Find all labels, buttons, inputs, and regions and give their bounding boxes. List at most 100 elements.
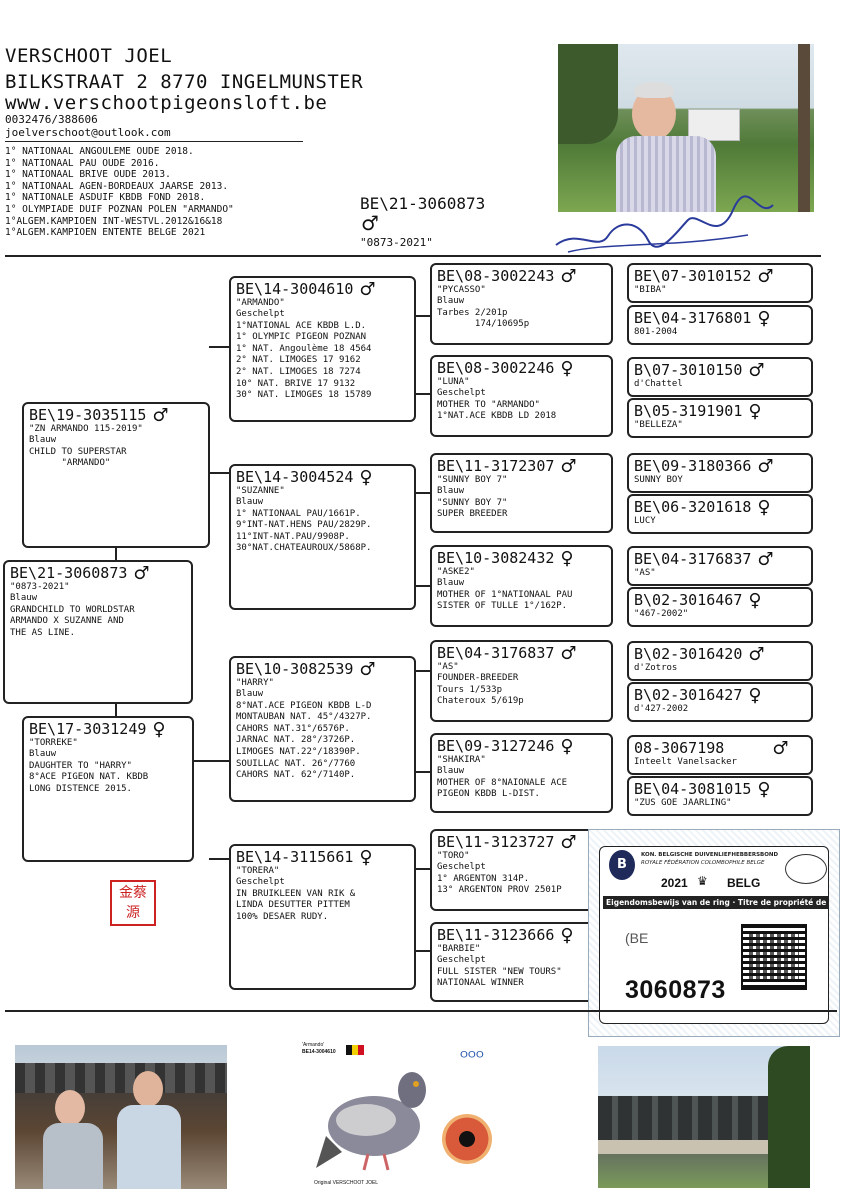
pigeon-name: "ZN ARMANDO 115-2019" bbox=[29, 424, 203, 435]
pedigree-sds-card[interactable]: BE\11-3172307♂ "SUNNY BOY 7" Blauw "SUNN… bbox=[430, 453, 613, 533]
pigeon-note: LONG DISTENCE 2015. bbox=[29, 784, 187, 796]
owners-photo bbox=[15, 1045, 227, 1189]
connector bbox=[192, 760, 230, 762]
photo-caption: Original VERSCHOOT JOEL bbox=[314, 1180, 378, 1186]
pedigree-ds-card[interactable]: BE\10-3082539♂ "HARRY" Blauw 8°NAT.ACE P… bbox=[229, 656, 416, 802]
pigeon-note: FOUNDER-BREEDER bbox=[437, 673, 606, 685]
pedigree-g5-card-1[interactable]: BE\07-3010152♂ "BIBA" bbox=[627, 263, 813, 303]
pigeon-note: 8°NAT.ACE PIGEON KBDB L-D bbox=[236, 701, 409, 713]
pigeon-note: PIGEON KBDB L-DIST. bbox=[437, 789, 606, 801]
pigeon-name: "TORO" bbox=[437, 851, 606, 862]
org-name-nl: KON. BELGISCHE DUIVENLIEFHEBBERSBOND bbox=[641, 852, 778, 858]
pigeon-name: "467-2002" bbox=[634, 609, 806, 620]
pedigree-g5-card-7[interactable]: BE\04-3176837♂ "AS" bbox=[627, 546, 813, 586]
pigeon-note: Chateroux 5/619p bbox=[437, 696, 606, 708]
male-icon: ♂ bbox=[133, 566, 149, 582]
pedigree-ddd-card[interactable]: BE\11-3123666♀ "BARBIE" Geschelpt FULL S… bbox=[430, 922, 613, 1002]
achievement-item: 1°ALGEM.KAMPIOEN ENTENTE BELGE 2021 bbox=[5, 227, 234, 239]
pigeon-note: LIMOGES NAT.22°/18390P. bbox=[236, 747, 409, 759]
connector bbox=[115, 548, 117, 560]
pigeon-note: 10° NAT. BRIVE 17 9132 bbox=[236, 379, 409, 391]
pigeon-color: Blauw bbox=[437, 486, 606, 498]
ring-number: BE\04-3176837 bbox=[437, 645, 554, 662]
male-icon: ♂ bbox=[772, 741, 788, 757]
pedigree-g5-card-6[interactable]: BE\06-3201618♀ LUCY bbox=[627, 494, 813, 534]
ring-number: B\05-3191901 bbox=[634, 403, 742, 420]
pigeon-color: Blauw bbox=[437, 296, 606, 308]
pigeon-name: "SUZANNE" bbox=[236, 486, 409, 497]
ring-number: BE\09-3127246 bbox=[437, 738, 554, 755]
male-icon: ♂ bbox=[560, 835, 576, 851]
pedigree-dd-card[interactable]: BE\14-3115661♀ "TORERA" Geschelpt IN BRU… bbox=[229, 844, 416, 990]
pigeon-note: CAHORS NAT. 62°/7140P. bbox=[236, 770, 409, 782]
pigeon-color: Blauw bbox=[29, 435, 203, 447]
pigeon-name: "BELLEZA" bbox=[634, 420, 806, 431]
pedigree-g5-card-9[interactable]: B\02-3016420♂ d'Zotros bbox=[627, 641, 813, 681]
pigeon-note: "ARMANDO" bbox=[29, 458, 203, 470]
pedigree-subject-card[interactable]: BE\21-3060873♂ "0873-2021" Blauw GRANDCH… bbox=[3, 560, 193, 704]
pedigree-sd-card[interactable]: BE\14-3004524♀ "SUZANNE" Blauw 1° NATION… bbox=[229, 464, 416, 610]
female-icon: ♀ bbox=[359, 470, 372, 486]
female-icon: ♀ bbox=[757, 311, 770, 327]
pigeon-note: THE AS LINE. bbox=[10, 628, 186, 640]
female-icon: ♀ bbox=[560, 928, 573, 944]
pigeon-note: CAHORS NAT.31°/6576P. bbox=[236, 724, 409, 736]
pedigree-g5-card-5[interactable]: BE\09-3180366♂ SUNNY BOY bbox=[627, 453, 813, 493]
pigeon-note: 30°NAT.CHATEAUROUX/5868P. bbox=[236, 543, 409, 555]
pedigree-sire-card[interactable]: BE\19-3035115♂ "ZN ARMANDO 115-2019" Bla… bbox=[22, 402, 210, 548]
pigeon-note: 1° NATIONAAL PAU/1661P. bbox=[236, 509, 409, 521]
pigeon-color: Blauw bbox=[10, 593, 186, 605]
pigeon-color: Blauw bbox=[29, 749, 187, 761]
owner-address: BILKSTRAAT 2 8770 INGELMUNSTER bbox=[5, 71, 363, 93]
achievement-item: 1° NATIONAAL PAU OUDE 2016. bbox=[5, 158, 234, 170]
female-icon: ♀ bbox=[748, 688, 761, 704]
photo-ring: BE14-3004610 bbox=[302, 1049, 336, 1055]
pedigree-sdd-card[interactable]: BE\10-3082432♀ "ASKE2" Blauw MOTHER OF 1… bbox=[430, 545, 613, 627]
pigeon-name: d'Chattel bbox=[634, 379, 806, 390]
pedigree-g5-card-8[interactable]: B\02-3016467♀ "467-2002" bbox=[627, 587, 813, 627]
ring-number: BE\11-3172307 bbox=[437, 458, 554, 475]
pedigree-dsd-card[interactable]: BE\09-3127246♀ "SHAKIRA" Blauw MOTHER OF… bbox=[430, 733, 613, 813]
pedigree-ssd-card[interactable]: BE\08-3002246♀ "LUNA" Geschelpt MOTHER T… bbox=[430, 355, 613, 437]
male-icon: ♂ bbox=[560, 269, 576, 285]
ring-number: BE\10-3082539 bbox=[236, 661, 353, 678]
male-icon: ♂ bbox=[152, 408, 168, 424]
pigeon-name: "BIBA" bbox=[634, 285, 806, 296]
achievement-item: 1° NATIONALE ASDUIF KBDB FOND 2018. bbox=[5, 192, 234, 204]
owner-photo bbox=[558, 44, 814, 212]
pedigree-g5-card-12[interactable]: BE\04-3081015♀ "ZUS GOE JAARLING" bbox=[627, 776, 813, 816]
pedigree-dam-card[interactable]: BE\17-3031249♀ "TORREKE" Blauw DAUGHTER … bbox=[22, 716, 194, 862]
armando-pigeon-photo: 'Armando' BE14-3004610 ᴼᴼᴼ Original VERS… bbox=[300, 1040, 510, 1190]
pigeon-note: Tours 1/533p bbox=[437, 685, 606, 697]
ring-number: BE\06-3201618 bbox=[634, 499, 751, 516]
pigeon-note: 1° OLYMPIC PIGEON POZNAN bbox=[236, 332, 409, 344]
pedigree-g5-card-10[interactable]: B\02-3016427♀ d'427-2002 bbox=[627, 682, 813, 722]
male-icon: ♂ bbox=[757, 552, 773, 568]
pigeon-note: NATIONAAL WINNER bbox=[437, 978, 606, 990]
pedigree-g5-card-11[interactable]: 08-3067198♂ Inteelt Vanelsacker bbox=[627, 735, 813, 775]
pigeon-note: 100% DESAER RUDY. bbox=[236, 912, 409, 924]
pigeon-note: FULL SISTER "NEW TOURS" bbox=[437, 967, 606, 979]
ring-number: BE\04-3176837 bbox=[634, 551, 751, 568]
female-icon: ♀ bbox=[359, 850, 372, 866]
pedigree-dss-card[interactable]: BE\04-3176837♂ "AS" FOUNDER-BREEDER Tour… bbox=[430, 640, 613, 722]
ring-number: BE\09-3180366 bbox=[634, 458, 751, 475]
pedigree-g5-card-2[interactable]: BE\04-3176801♀ 801-2004 bbox=[627, 305, 813, 345]
male-icon: ♂ bbox=[359, 662, 375, 678]
achievement-item: 1° OLYMPIADE DUIF POZNAN POLEN "ARMANDO" bbox=[5, 204, 234, 216]
male-icon: ♂ bbox=[560, 646, 576, 662]
website-link[interactable]: www.verschootpigeonsloft.be bbox=[5, 92, 327, 114]
pedigree-g5-card-3[interactable]: B\07-3010150♂ d'Chattel bbox=[627, 357, 813, 397]
pedigree-sss-card[interactable]: BE\08-3002243♂ "PYCASSO" Blauw Tarbes 2/… bbox=[430, 263, 613, 345]
connector bbox=[209, 346, 231, 348]
pigeon-emblem-icon bbox=[785, 854, 827, 884]
email-link[interactable]: joelverschoot@outlook.com bbox=[5, 126, 171, 139]
pedigree-dds-card[interactable]: BE\11-3123727♂ "TORO" Geschelpt 1° ARGEN… bbox=[430, 829, 613, 911]
ring-country: BELG bbox=[727, 876, 760, 890]
pedigree-g5-card-4[interactable]: B\05-3191901♀ "BELLEZA" bbox=[627, 398, 813, 438]
pigeon-note: Tarbes 2/201p bbox=[437, 308, 606, 320]
pigeon-note: 1°NAT.ACE KBDB LD 2018 bbox=[437, 411, 606, 423]
pigeon-color: Blauw bbox=[437, 578, 606, 590]
pigeon-note: 9°INT-NAT.HENS PAU/2829P. bbox=[236, 520, 409, 532]
pedigree-ss-card[interactable]: BE\14-3004610♂ "ARMANDO" Geschelpt 1°NAT… bbox=[229, 276, 416, 422]
